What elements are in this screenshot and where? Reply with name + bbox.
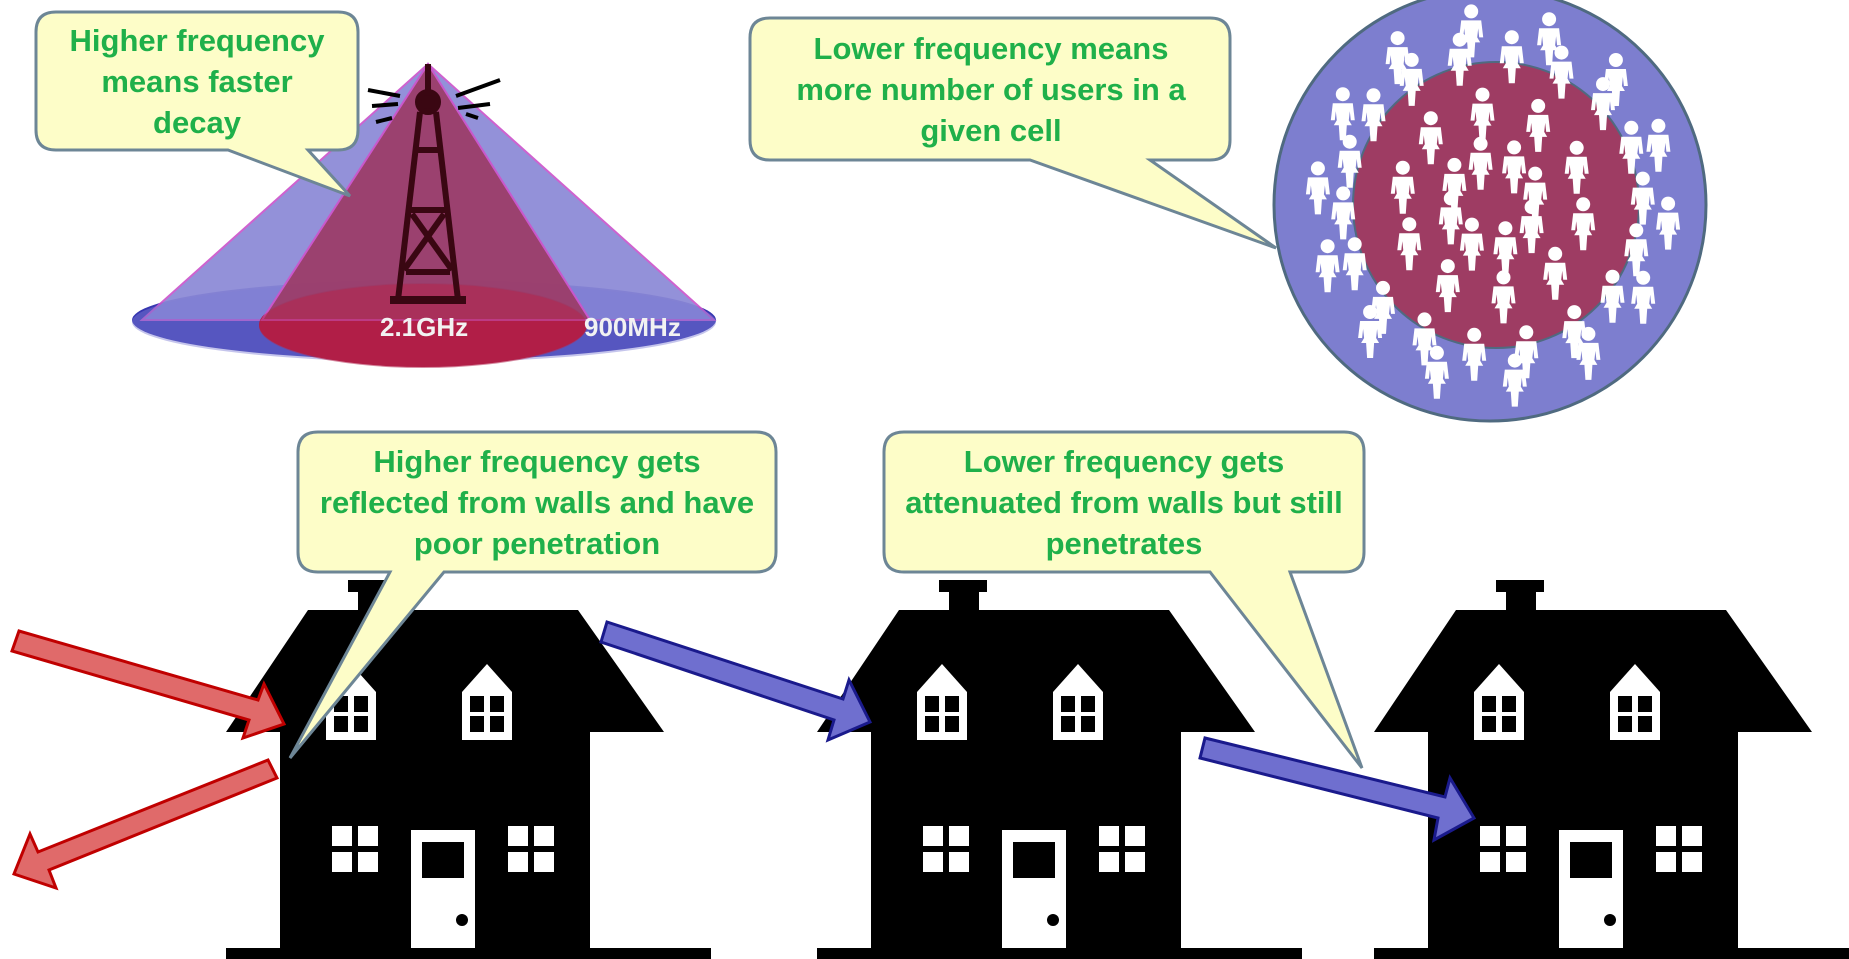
attenuated-low-frequency-arrow xyxy=(1198,736,1477,843)
callout-cell-bubble xyxy=(748,16,1277,250)
callout-cell-text: Lower frequency means more number of use… xyxy=(796,30,1186,148)
callout-tower-bubble xyxy=(34,10,360,198)
callout-reflect-text: Higher frequency gets reflected from wal… xyxy=(319,443,755,561)
reflected-high-frequency-arrow xyxy=(12,758,280,891)
callout-reflect-bubble xyxy=(288,430,778,759)
transmission-tower-icon xyxy=(367,64,501,304)
callout-attenuate-bubble xyxy=(882,430,1366,769)
label-900mhz: 900MHz xyxy=(584,312,681,342)
house-icon xyxy=(817,580,1302,959)
coverage-cone-high-frequency xyxy=(259,62,592,368)
incoming-high-frequency-arrow xyxy=(10,629,287,741)
penetrating-low-frequency-arrow xyxy=(599,620,873,743)
house-icon xyxy=(1374,580,1849,959)
label-2-1ghz: 2.1GHz xyxy=(380,312,469,342)
callout-tower-text: Higher frequency means faster decay xyxy=(69,22,325,140)
callout-attenuate-text: Lower frequency gets attenuated from wal… xyxy=(905,443,1343,561)
